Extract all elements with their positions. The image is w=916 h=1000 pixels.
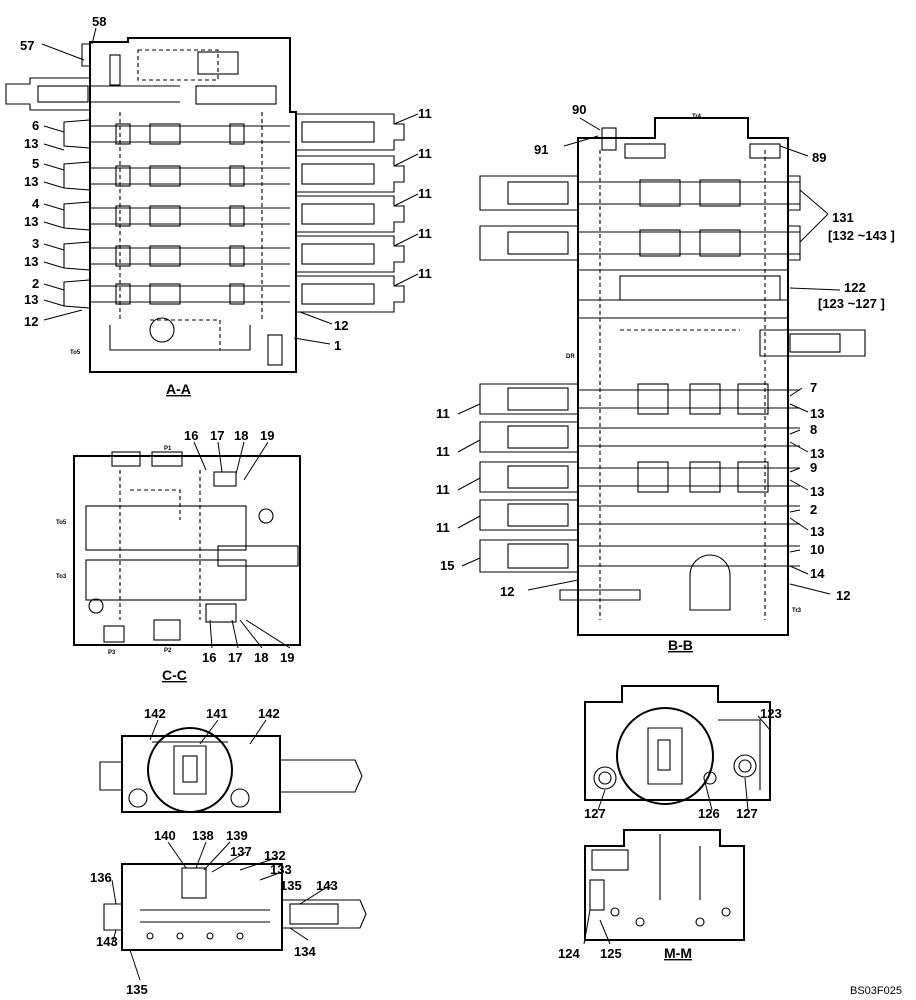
view-title-m-m: M-M [664,945,692,961]
port-dr: DR [566,354,575,360]
port-to3: To3 [56,574,67,580]
callout-11: 11 [436,406,450,421]
callout-13: 13 [24,136,38,151]
port-to5: To5 [70,350,81,356]
leader-lines [41,27,841,981]
callout-125: 125 [600,946,622,961]
callout-138: 138 [192,828,214,843]
port-tr4: Tr4 [692,114,702,120]
view-c-c [73,451,301,646]
callout-143: 143 [96,934,118,949]
callout-135: 135 [126,982,148,997]
callout-13: 13 [24,292,38,307]
callout-9: 9 [810,460,817,475]
callout-132: 132 [264,848,286,863]
callout-5: 5 [32,156,39,171]
callout-2: 2 [32,276,39,291]
view-a-a [5,37,405,373]
callout-127: 127 [736,806,758,821]
callout-3: 3 [32,236,39,251]
callout-19: 19 [280,650,294,665]
callout-11: 11 [436,482,450,497]
callout-4: 4 [32,196,40,211]
callout-123: 123 [760,706,782,721]
port-p3: P3 [108,650,116,656]
callout-12: 12 [334,318,348,333]
callout-143: 143 [316,878,338,893]
callout-12: 12 [836,588,850,603]
callout-11: 11 [418,226,432,241]
callout-11: 11 [418,106,432,121]
view-b-b [479,117,866,636]
port-tr3: Tr3 [792,608,802,614]
callout-10: 10 [810,542,824,557]
callout-12: 12 [500,584,514,599]
callout-11: 11 [418,146,432,161]
callout-1: 1 [334,338,341,353]
callout-13: 13 [810,406,824,421]
callout-15: 15 [440,558,454,573]
callout-11: 11 [418,266,432,281]
callout-137: 137 [230,844,252,859]
callout-18: 18 [234,428,248,443]
callout-13: 13 [24,174,38,189]
callout-142: 142 [144,706,166,721]
callout-127: 127 [584,806,606,821]
callout-13: 13 [24,254,38,269]
view-title-c-c: C-C [162,667,187,683]
callout-133: 133 [270,862,292,877]
port-to5: To5 [56,520,67,526]
port-p1: P1 [164,446,172,452]
callout-141: 141 [206,706,228,721]
callout-135: 135 [280,878,302,893]
callout-19: 19 [260,428,274,443]
callout-142: 142 [258,706,280,721]
callout-11: 11 [418,186,432,201]
callout-8: 8 [810,422,817,437]
callout-18: 18 [254,650,268,665]
callout-16: 16 [184,428,198,443]
callout-122: 122 [844,280,866,295]
callout-139: 139 [226,828,248,843]
callout-13: 13 [810,524,824,539]
callout-17: 17 [210,428,224,443]
callout-11: 11 [436,444,450,459]
callout-91: 91 [534,142,548,157]
callout-126: 126 [698,806,720,821]
callout-123-127: [123 ~127 ] [818,296,885,311]
view-spool-detail [99,727,367,951]
callout-13: 13 [810,446,824,461]
callout-132-143: [132 ~143 ] [828,228,895,243]
callout-11: 11 [436,520,450,535]
callout-89: 89 [812,150,826,165]
callout-6: 6 [32,118,39,133]
callout-14: 14 [810,566,825,581]
port-p2: P2 [164,648,172,654]
figure-reference: BS03F025 [850,985,902,997]
callout-136: 136 [90,870,112,885]
callout-7: 7 [810,380,817,395]
callout-90: 90 [572,102,586,117]
callout-57: 57 [20,38,34,53]
callout-124: 124 [558,946,580,961]
view-m-m [584,685,771,941]
view-title-a-a: A-A [166,381,191,397]
view-title-b-b: B-B [668,637,693,653]
callout-13: 13 [810,484,824,499]
callout-16: 16 [202,650,216,665]
callout-134: 134 [294,944,316,959]
callout-2: 2 [810,502,817,517]
callout-140: 140 [154,828,176,843]
callout-58: 58 [92,14,106,29]
callout-17: 17 [228,650,242,665]
callout-131: 131 [832,210,854,225]
callout-13: 13 [24,214,38,229]
callout-12: 12 [24,314,38,329]
